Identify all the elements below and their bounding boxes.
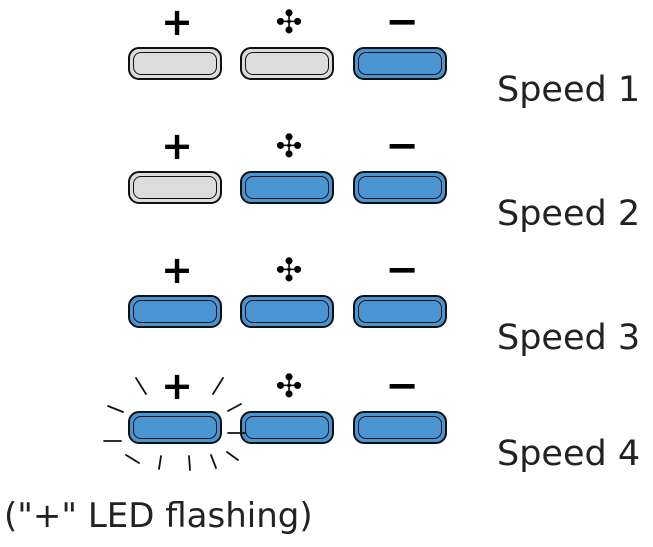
- plus-symbol: +: [161, 248, 193, 292]
- minus-symbol: −: [385, 0, 419, 45]
- plus-led: [128, 47, 222, 80]
- plus-symbol: +: [161, 0, 193, 44]
- fan-icon: ✣: [275, 251, 303, 289]
- fan-icon: ✣: [275, 367, 303, 405]
- plus-symbol: +: [161, 124, 193, 168]
- plus-led: [128, 411, 222, 444]
- fan-led: [240, 171, 334, 204]
- fan-icon: ✣: [275, 127, 303, 165]
- speed-label: Speed 4: [497, 434, 641, 474]
- speed-row-1: + ✣ − Speed 1: [0, 0, 653, 114]
- minus-symbol: −: [385, 123, 419, 169]
- plus-symbol: +: [161, 364, 193, 408]
- minus-led: [353, 295, 447, 328]
- speed-row-4: + ✣ − Speed 4: [0, 363, 653, 478]
- minus-led: [353, 47, 447, 80]
- plus-led: [128, 171, 222, 204]
- fan-led: [240, 47, 334, 80]
- speed-row-2: + ✣ − Speed 2: [0, 123, 653, 238]
- fan-led: [240, 295, 334, 328]
- speed-row-3: + ✣ − Speed 3: [0, 247, 653, 362]
- speed-label: Speed 2: [497, 194, 641, 234]
- speed-label: Speed 1: [497, 70, 641, 110]
- minus-symbol: −: [385, 247, 419, 293]
- speed-label: Speed 3: [497, 318, 641, 358]
- flashing-note: ("+" LED flashing): [4, 496, 313, 536]
- minus-led: [353, 411, 447, 444]
- minus-symbol: −: [385, 363, 419, 409]
- fan-icon: ✣: [275, 3, 303, 41]
- minus-led: [353, 171, 447, 204]
- fan-led: [240, 411, 334, 444]
- plus-led: [128, 295, 222, 328]
